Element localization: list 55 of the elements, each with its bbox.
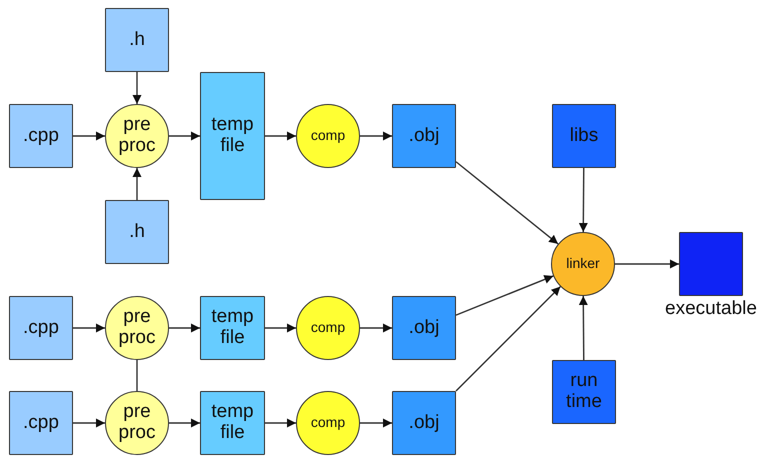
arrow: [132, 168, 142, 200]
node-label: comp: [310, 415, 346, 431]
node-label: linker: [565, 256, 601, 272]
arrow: [169, 324, 200, 332]
source-file-box: [9, 104, 73, 168]
header-file-box: [105, 8, 169, 72]
node-label: libs: [568, 126, 600, 146]
temp-file-box: [200, 296, 265, 360]
object-file-box: [392, 296, 456, 360]
node-label: .obj: [408, 126, 440, 146]
arrow: [456, 286, 561, 392]
node-label: pre proc: [118, 402, 156, 444]
arrow: [578, 168, 588, 232]
node-label: pre proc: [118, 115, 156, 157]
library-box: [552, 104, 616, 168]
arrow: [169, 132, 200, 140]
node-label: comp: [310, 128, 346, 144]
library-box: [552, 360, 616, 424]
temp-file-box: [200, 391, 265, 455]
arrow: [73, 324, 105, 332]
arrow: [265, 418, 296, 428]
node-label: temp file: [210, 115, 255, 157]
node-label: comp: [310, 320, 346, 336]
node-label: temp file: [210, 402, 255, 444]
arrow: [615, 260, 679, 268]
object-file-box: [392, 391, 456, 455]
node-caption: executable: [665, 299, 757, 320]
arrow: [456, 275, 554, 316]
arrow: [169, 418, 200, 428]
arrow: [73, 418, 105, 428]
arrow: [265, 324, 296, 332]
arrow: [73, 132, 105, 140]
source-file-box: [9, 391, 73, 455]
arrow: [578, 296, 588, 360]
node-label: pre proc: [118, 307, 156, 349]
arrow: [265, 132, 296, 140]
node-label: .h: [128, 222, 146, 242]
arrow: [360, 418, 392, 428]
node-label: run time: [565, 371, 603, 413]
node-label: .cpp: [22, 318, 60, 338]
arrow: [360, 324, 392, 332]
node-label: temp file: [210, 307, 255, 349]
arrow: [360, 132, 392, 140]
object-file-box: [392, 104, 456, 168]
node-label: .obj: [408, 412, 440, 434]
node-label: .cpp: [22, 412, 60, 434]
connector-line: [136, 360, 138, 391]
temp-file-box: [200, 72, 265, 200]
node-label: .obj: [408, 318, 440, 338]
node-label: .h: [128, 30, 146, 50]
header-file-box: [105, 200, 169, 264]
arrow: [132, 72, 142, 104]
node-label: .cpp: [22, 126, 60, 146]
source-file-box: [9, 296, 73, 360]
arrow: [456, 161, 559, 244]
